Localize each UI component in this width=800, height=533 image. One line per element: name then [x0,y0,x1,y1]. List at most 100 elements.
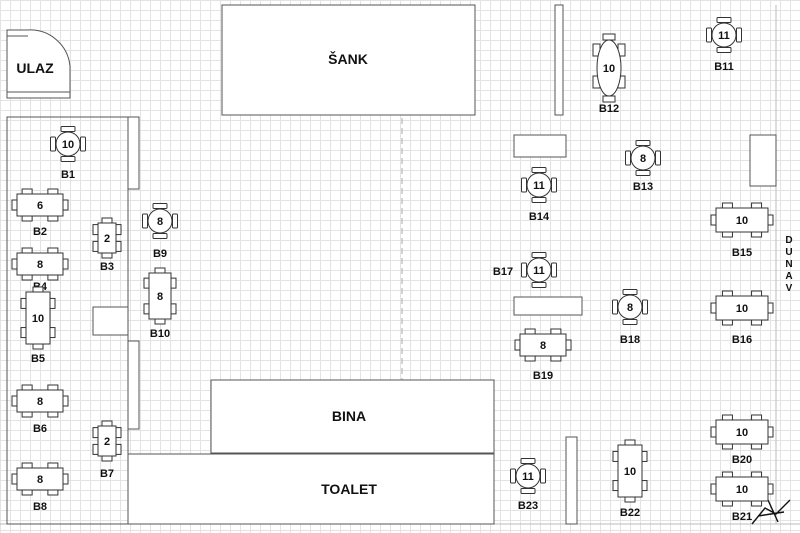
chair [551,177,557,193]
chair [624,496,636,503]
table-b8[interactable]: 8B8 [11,462,69,513]
table-b6[interactable]: 8B6 [11,384,69,435]
chair [550,355,562,362]
table-seats: 11 [718,30,730,42]
table-b4[interactable]: 8B4 [11,247,69,293]
table-b3[interactable]: 2B3 [92,217,122,273]
table-label: B23 [518,500,538,512]
chair [20,327,27,339]
table-label: B11 [714,61,734,73]
chair [641,450,648,462]
table-seats: 11 [533,265,545,277]
chair [11,473,18,485]
chair [49,327,56,339]
table-seats: 6 [37,200,43,212]
chair [612,450,619,462]
chair [152,233,168,239]
bar-counter[interactable]: ŠANK [221,4,476,116]
partition [513,296,583,316]
chair [62,199,69,211]
entrance[interactable]: ULAZ [6,29,71,99]
chair [602,33,616,41]
table-label: B2 [33,226,47,238]
table-top [148,272,172,320]
table-seats: 8 [37,474,43,486]
chair [154,267,166,274]
table-top [715,295,769,321]
table-b9[interactable]: 8B9 [142,203,178,261]
table-label: B21 [732,511,752,523]
chair [767,302,774,314]
table-top [617,294,643,320]
chair [721,231,733,238]
chair [21,384,33,391]
stage-label: BINA [332,408,366,424]
chair [531,282,547,288]
chair [751,471,763,478]
chair [624,439,636,446]
table-top [147,208,173,234]
table-label: B22 [620,507,640,519]
table-label: B5 [31,353,45,365]
chair [20,297,27,309]
table-top [519,333,567,357]
toilet-label: TOALET [321,481,377,497]
table-label: B3 [100,261,114,273]
table-seats: 2 [104,436,110,448]
chair [47,489,59,496]
table-b7[interactable]: 2B7 [92,420,122,480]
table-top [16,389,64,413]
partition [554,4,564,116]
table-seats: 8 [627,302,633,314]
bar-label: ŠANK [328,50,368,67]
chair [767,214,774,226]
table-seats: 8 [640,153,646,165]
chair [710,426,717,438]
chair [62,258,69,270]
table-seats: 11 [522,471,534,483]
stage-area[interactable]: BINA [210,379,495,454]
partition [513,134,567,158]
table-label: B13 [633,181,653,193]
chair [625,150,631,166]
chair [550,328,562,335]
chair [62,473,69,485]
table-seats: 10 [736,484,748,496]
chair [115,240,122,252]
table-top [526,257,552,283]
partition [565,436,578,525]
chair [21,489,33,496]
chair [710,483,717,495]
chair [80,136,86,152]
chair [521,177,527,193]
table-label: B15 [732,247,752,259]
chair [21,188,33,195]
table-b2[interactable]: 6B2 [11,188,69,238]
table-top [715,476,769,502]
toilet-area[interactable]: TOALET [127,453,495,525]
table-seats: 10 [603,63,615,75]
partition [127,116,140,190]
chair [21,215,33,222]
chair [531,197,547,203]
table-seats: 8 [37,259,43,271]
table-label: B20 [732,454,752,466]
table-seats: 11 [533,180,545,192]
chair [21,274,33,281]
